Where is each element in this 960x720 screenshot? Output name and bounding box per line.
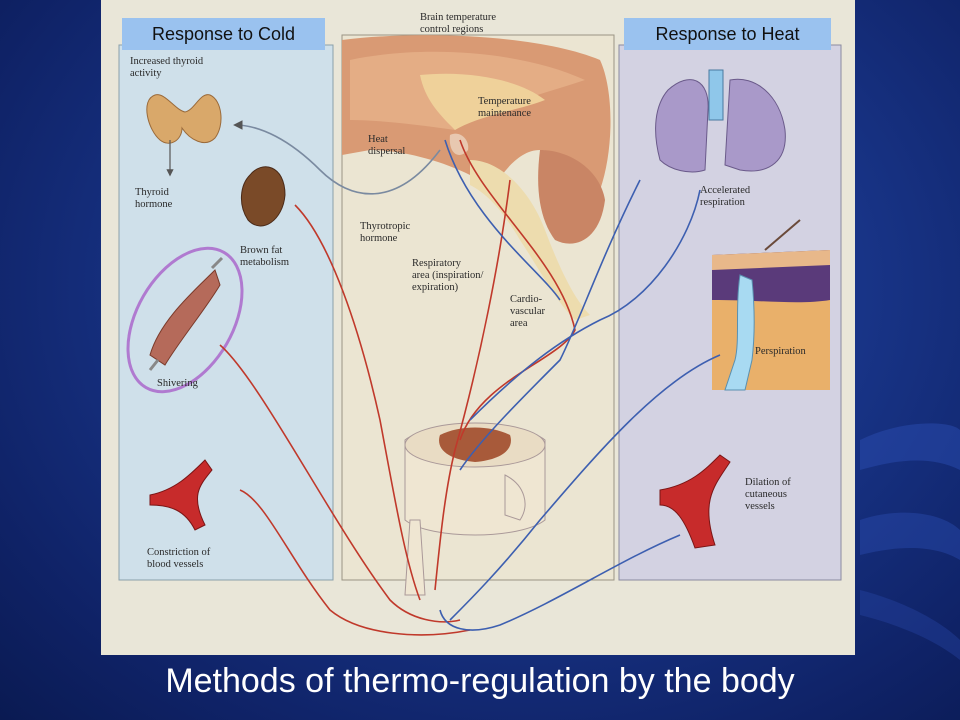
- cardiovascular-area-label-1: Cardio-: [510, 294, 543, 305]
- thyrotropic-hormone-label-2: hormone: [360, 233, 398, 244]
- thyrotropic-hormone-label-1: Thyrotropic: [360, 221, 410, 232]
- thyroid-hormone-label-2: hormone: [135, 199, 173, 210]
- spinal-cord-illustration: [404, 422, 546, 596]
- dilation-label-2: cutaneous: [745, 489, 787, 500]
- slide-title: Methods of thermo-regulation by the body: [165, 662, 795, 700]
- cardiovascular-area-label-2: vascular: [510, 306, 545, 317]
- response-to-cold-label: Response to Cold: [122, 18, 325, 50]
- shivering-highlight-circle: [126, 246, 244, 394]
- constriction-label-1: Constriction of: [147, 547, 211, 558]
- dilation-label-1: Dilation of: [745, 477, 791, 488]
- temperature-maintenance-label-1: Temperature: [478, 96, 531, 107]
- dilation-label-3: vessels: [745, 501, 775, 512]
- brown-fat-label-2: metabolism: [240, 257, 289, 268]
- heat-dispersal-label-1: Heat: [368, 134, 388, 145]
- perspiration-label: Perspiration: [755, 346, 806, 357]
- heat-dispersal-label-2: dispersal: [368, 146, 405, 157]
- constriction-label-2: blood vessels: [147, 559, 203, 570]
- increased-thyroid-label-1: Increased thyroid: [130, 56, 204, 67]
- dilated-vessel-illustration: [659, 454, 731, 549]
- brain-regions-label-2: control regions: [420, 24, 483, 35]
- thyroid-hormone-label-1: Thyroid: [135, 187, 170, 198]
- cardiovascular-area-label-3: area: [510, 318, 528, 329]
- constricted-vessel-illustration: [149, 459, 213, 531]
- response-to-heat-label: Response to Heat: [624, 18, 831, 50]
- thyroid-illustration: [146, 94, 222, 177]
- accelerated-respiration-label-1: Accelerated: [700, 185, 751, 196]
- shivering-label: Shivering: [157, 378, 199, 389]
- brain-regions-label-1: Brain temperature: [420, 12, 496, 23]
- increased-thyroid-label-2: activity: [130, 68, 162, 79]
- cold-nerve-pathways: [219, 139, 576, 636]
- respiratory-area-label-3: expiration): [412, 282, 459, 293]
- skin-perspiration-illustration: [712, 219, 830, 391]
- thermoregulation-figure: Brain temperature control regions Temper…: [101, 0, 855, 655]
- respiratory-area-label-2: area (inspiration/: [412, 270, 484, 281]
- heat-nerve-pathways: [233, 120, 721, 631]
- lungs-illustration: [655, 69, 786, 173]
- brown-fat-label-1: Brown fat: [240, 245, 282, 256]
- accelerated-respiration-label-2: respiration: [700, 197, 746, 208]
- shivering-muscle-illustration: [148, 256, 224, 371]
- temperature-maintenance-label-2: maintenance: [478, 108, 531, 119]
- brown-fat-illustration: [241, 166, 286, 227]
- brain-illustration: [342, 35, 611, 320]
- respiratory-area-label-1: Respiratory: [412, 258, 462, 269]
- figure-svg: Brain temperature control regions Temper…: [118, 12, 842, 636]
